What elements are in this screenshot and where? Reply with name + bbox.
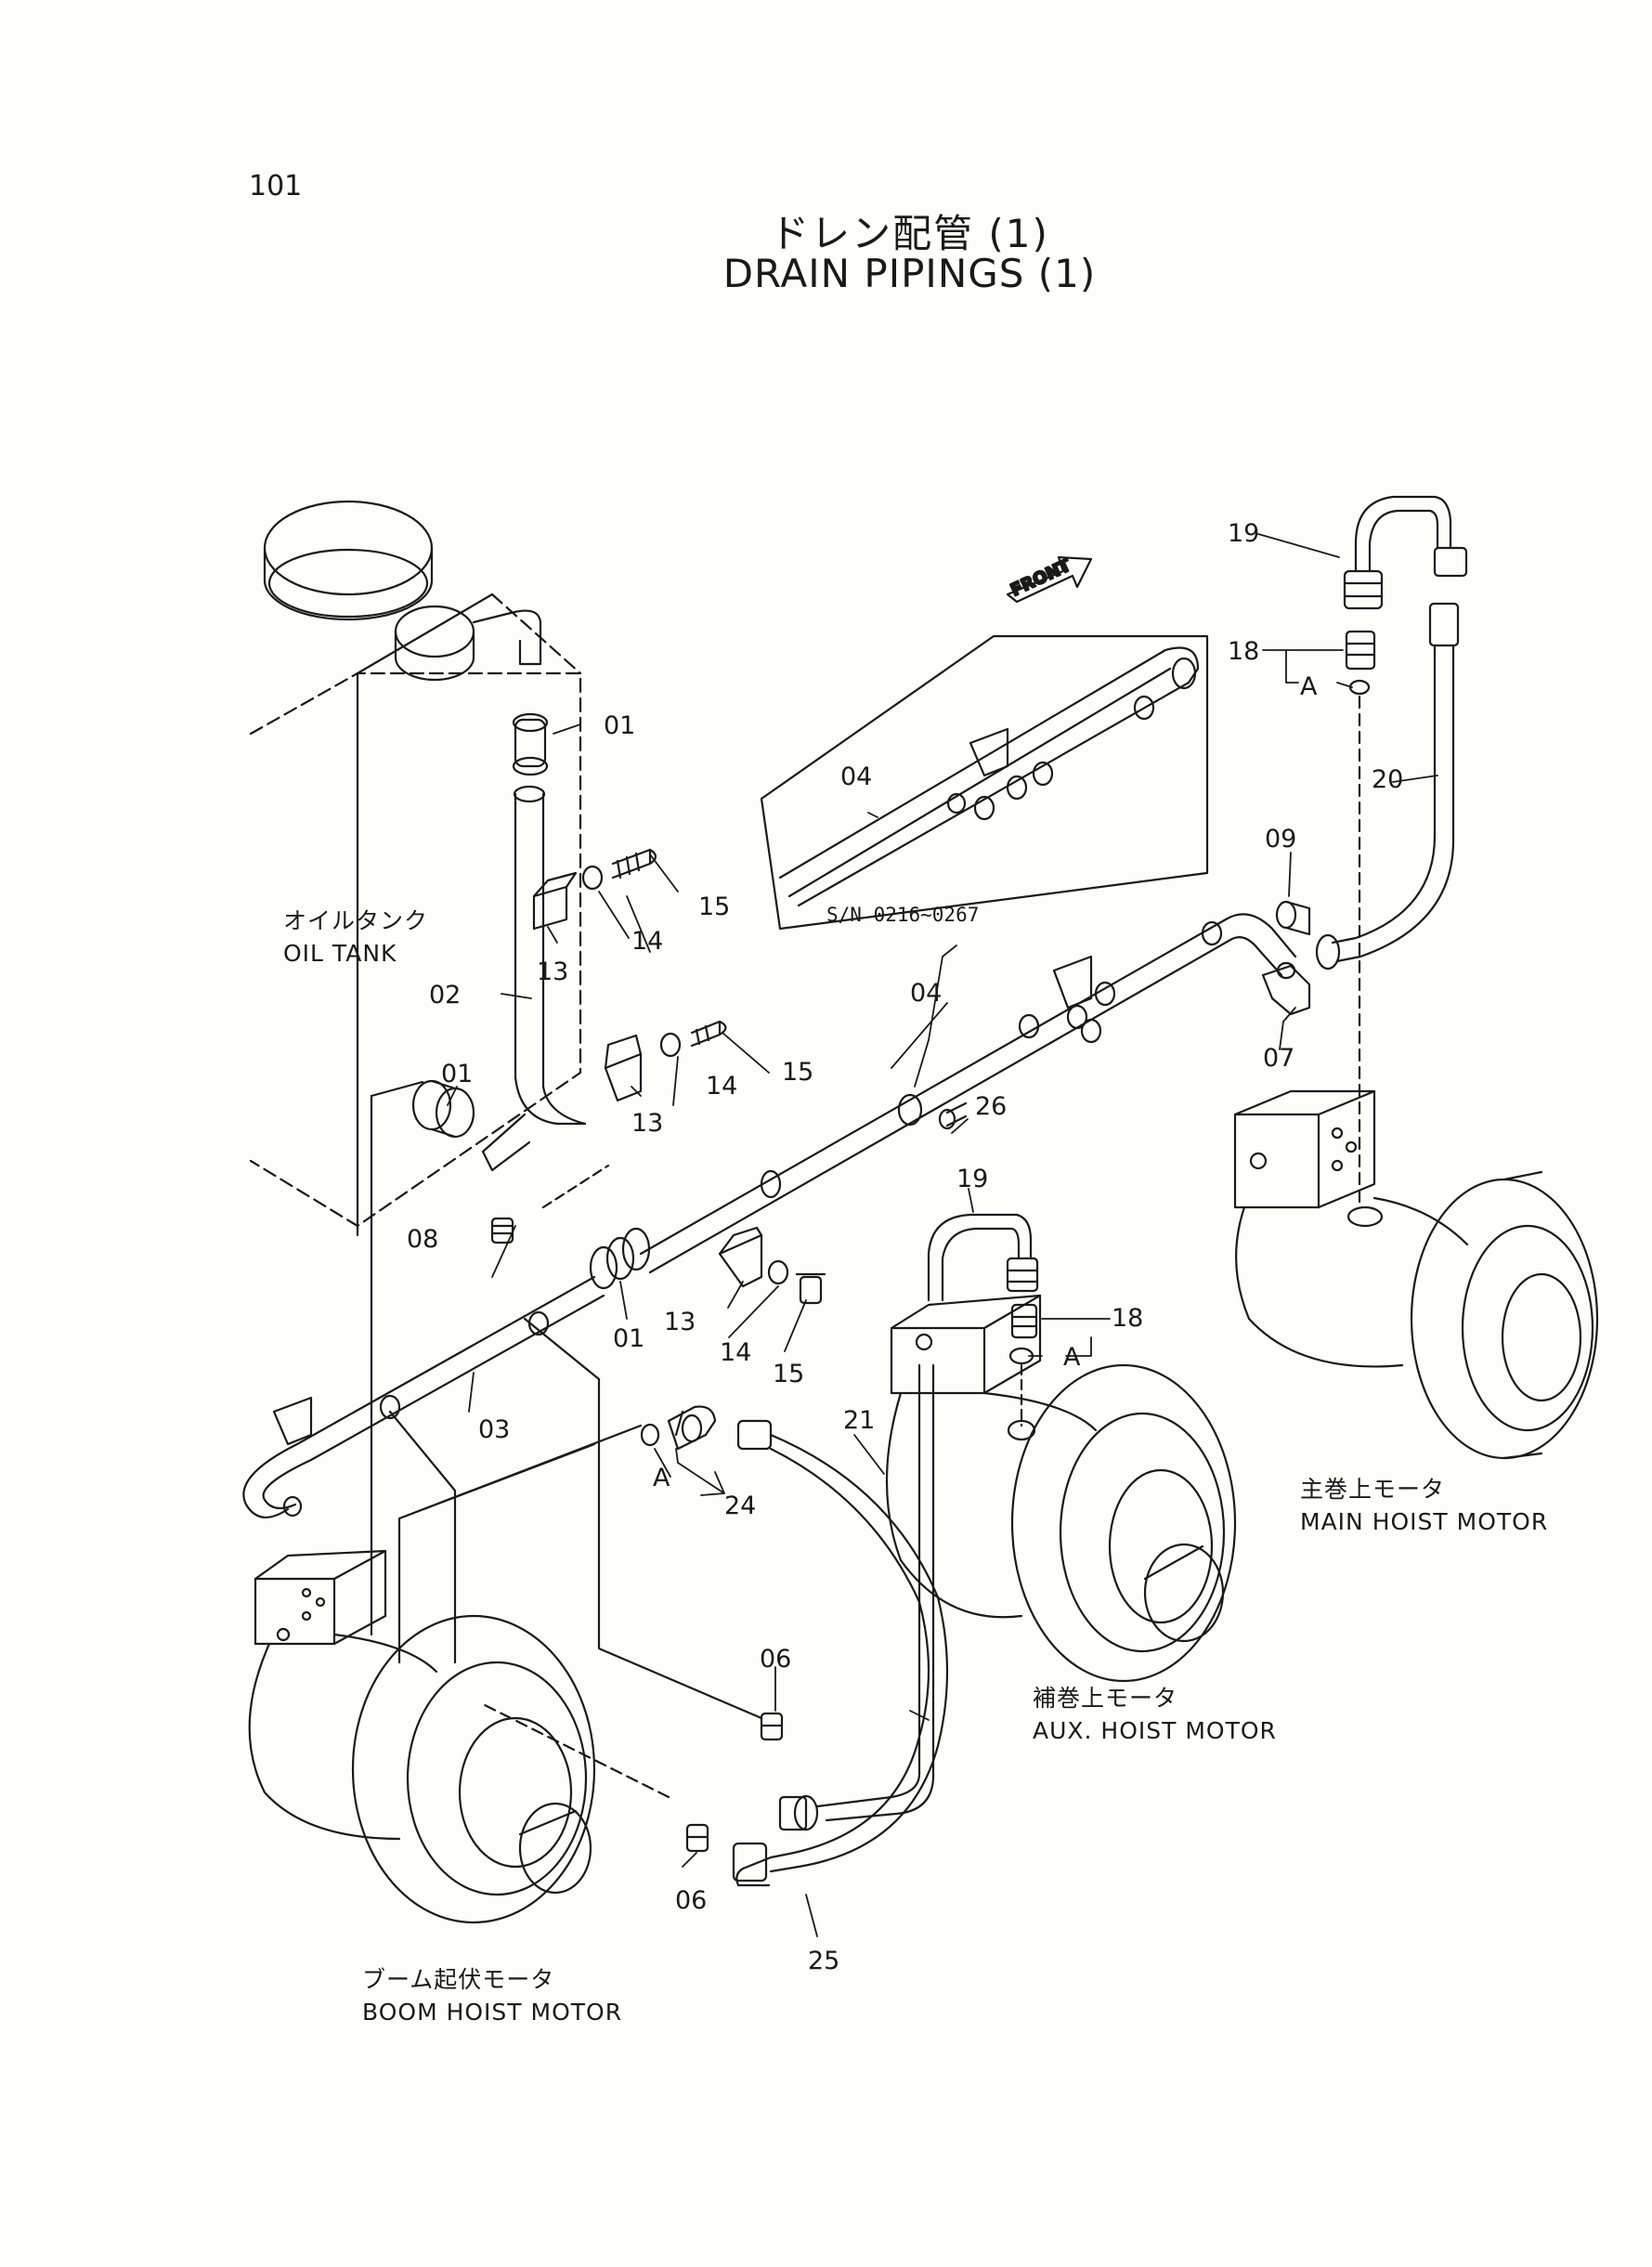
- clamp-13-top: [532, 848, 657, 931]
- oil-tank: [249, 500, 582, 1237]
- label-19-aux: 19: [956, 1165, 988, 1193]
- label-a-aux: A: [1063, 1343, 1081, 1372]
- label-21: 21: [843, 1406, 875, 1435]
- pipe-02: [481, 785, 587, 1172]
- fitting-01-center: [589, 1227, 651, 1290]
- phantom-lines: [370, 1080, 763, 1799]
- clamp-13-lower: [718, 1226, 826, 1305]
- label-14-lower: 14: [720, 1338, 751, 1367]
- pipe-21: [778, 1363, 935, 1831]
- caption-main-hoist-en: MAIN HOIST MOTOR: [1300, 1508, 1548, 1535]
- label-18-main: 18: [1228, 637, 1259, 666]
- leader-lines: [447, 533, 1438, 1937]
- caption-oil-tank-ja: オイルタンク: [283, 907, 428, 934]
- label-07: 07: [1263, 1044, 1294, 1073]
- fittings-06: [685, 1712, 784, 1853]
- label-25: 25: [808, 1947, 839, 1975]
- fitting-07: [1261, 961, 1311, 1016]
- front-arrow: [1006, 555, 1093, 604]
- hose-20: [1315, 602, 1460, 971]
- fitting-18-aux: [1008, 1303, 1038, 1365]
- label-04-inset: 04: [840, 762, 872, 791]
- label-06-upper: 06: [760, 1645, 791, 1674]
- pipe-19-aux: [927, 1213, 1039, 1302]
- label-01-top: 01: [604, 711, 635, 740]
- label-09: 09: [1265, 825, 1296, 853]
- label-15-top: 15: [698, 892, 730, 921]
- front-marker: FRONT: [1008, 555, 1074, 600]
- caption-boom-hoist-ja: ブーム起伏モータ: [362, 1966, 554, 1993]
- caption-boom-hoist-en: BOOM HOIST MOTOR: [362, 1999, 622, 2026]
- fitting-24: [640, 1405, 717, 1451]
- serial-note: S/N 0216~0267: [826, 904, 979, 926]
- label-a-main: A: [1300, 672, 1318, 701]
- caption-main-hoist-ja: 主巻上モータ: [1300, 1476, 1445, 1503]
- label-14-top: 14: [631, 927, 663, 956]
- clamp-13-middle: [604, 1020, 727, 1102]
- pipe-19-main: [1343, 495, 1468, 610]
- caption-aux-hoist-en: AUX. HOIST MOTOR: [1033, 1717, 1277, 1744]
- pipe-04: [639, 913, 1297, 1274]
- label-03: 03: [478, 1415, 510, 1444]
- label-14-middle: 14: [706, 1072, 737, 1101]
- fitting-01-top: [512, 712, 549, 776]
- aux-hoist-motor: [885, 1294, 1237, 1683]
- label-15-middle: 15: [782, 1058, 813, 1087]
- label-13-top: 13: [537, 958, 568, 986]
- title-english: DRAIN PIPINGS (1): [722, 251, 1097, 296]
- captions: オイルタンク OIL TANK 主巻上モータ MAIN HOIST MOTOR …: [283, 907, 1548, 2026]
- label-06-lower: 06: [675, 1886, 707, 1915]
- fitting-09: [1275, 900, 1311, 936]
- label-19-main: 19: [1228, 519, 1259, 548]
- caption-aux-hoist-ja: 補巻上モータ: [1033, 1685, 1177, 1712]
- label-24: 24: [724, 1492, 756, 1520]
- label-20: 20: [1372, 765, 1403, 794]
- label-13-middle: 13: [631, 1109, 663, 1138]
- label-26: 26: [975, 1092, 1007, 1121]
- label-a-boom: A: [653, 1464, 670, 1492]
- part-labels: 19 18 A 20 09 07 04 04 26 19 18 A 21 24 …: [407, 519, 1403, 1975]
- label-18-aux: 18: [1112, 1304, 1143, 1333]
- bolt-26: [938, 1101, 968, 1130]
- page-number: 101: [249, 170, 303, 202]
- label-08: 08: [407, 1225, 438, 1254]
- label-02: 02: [429, 981, 461, 1010]
- label-01-center: 01: [613, 1324, 644, 1353]
- label-15-lower: 15: [773, 1360, 804, 1388]
- hose-25: [732, 1419, 949, 1887]
- fitting-01-left: [411, 1079, 475, 1139]
- label-13-lower: 13: [664, 1308, 696, 1336]
- caption-oil-tank-en: OIL TANK: [283, 940, 397, 967]
- main-hoist-motor: [1233, 1089, 1599, 1460]
- boom-hoist-motor: [248, 1549, 596, 1924]
- serial-inset: [760, 634, 1209, 931]
- label-04-main: 04: [910, 979, 942, 1008]
- title-japanese: ドレン配管 (1): [770, 211, 1049, 256]
- pipe-03: [242, 1275, 605, 1518]
- label-01-left: 01: [441, 1060, 473, 1088]
- fitting-18-main: [1345, 630, 1376, 696]
